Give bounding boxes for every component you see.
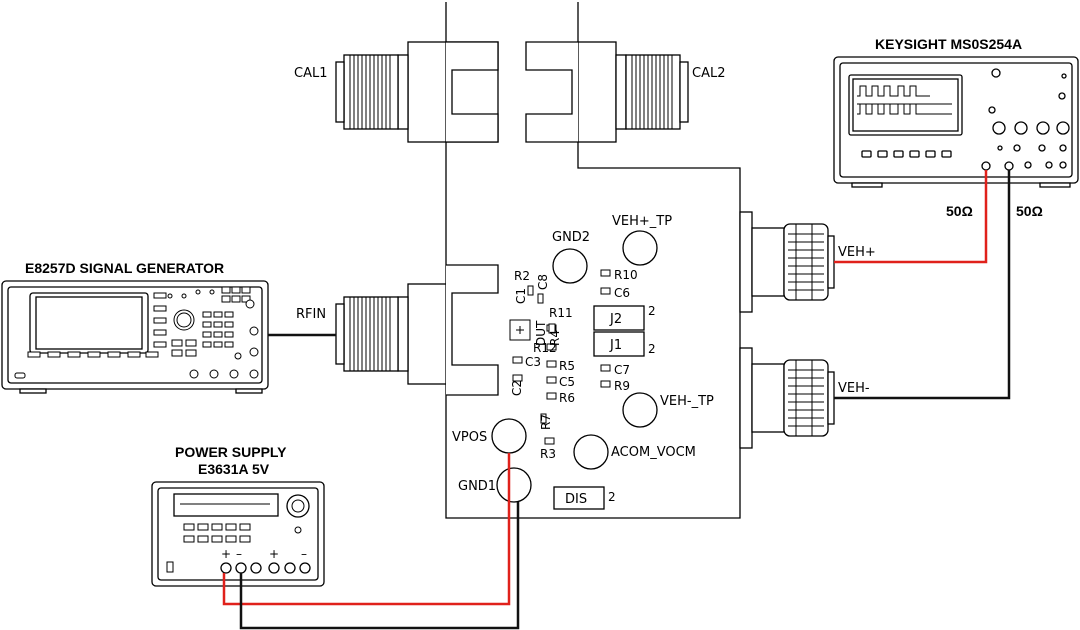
c1-pad [527, 285, 534, 296]
gnd1-testpoint [496, 467, 532, 503]
veh-minus-cable [834, 170, 1011, 400]
veh-plus-tp-testpoint [622, 230, 658, 266]
signal-generator [1, 280, 269, 394]
veh-plus-label: VEH+ [838, 245, 876, 260]
c8-label: C8 [536, 274, 550, 290]
psu-minus-terminal-icon [235, 562, 247, 574]
signal-generator-label: E8257D SIGNAL GENERATOR [25, 260, 224, 276]
dut-label: DUT [534, 320, 548, 346]
signal-generator-screen [35, 296, 143, 350]
c2-label: C2 [510, 380, 524, 396]
veh-minus-tp-testpoint [622, 392, 658, 428]
j1-label: J1 [609, 338, 622, 353]
gnd2-label: GND2 [552, 230, 590, 245]
j2-jumper [593, 305, 645, 331]
acom-vocm-label: ACOM_VOCM [611, 445, 696, 460]
j1-pin-label: 2 [648, 342, 656, 356]
oscilloscope [833, 56, 1079, 188]
j2-pin-label: 2 [648, 304, 656, 318]
veh-minus-connector [739, 347, 835, 449]
power-supply [151, 481, 325, 587]
rfin-connector [335, 264, 499, 396]
gnd2-testpoint [552, 248, 588, 284]
gnd1-label: GND1 [458, 479, 496, 494]
veh-minus-label: VEH- [838, 381, 870, 396]
r3-label: R3 [540, 447, 556, 461]
vpos-testpoint [491, 418, 527, 454]
cal1-connector [335, 41, 499, 143]
impedance-label-ch1: 50Ω [946, 203, 973, 219]
scope-knob-icon [991, 68, 1001, 78]
c2-pad [512, 374, 523, 382]
r9-label: R9 [614, 379, 630, 393]
r12-pad [546, 343, 557, 351]
r3-pad [544, 437, 555, 445]
oscilloscope-screen [852, 78, 959, 132]
scope-ch1-port-icon [981, 161, 991, 171]
scope-ch2-port-icon [1004, 161, 1014, 171]
r12-label: R12 [533, 341, 557, 355]
veh-plus-tp-label: VEH+_TP [612, 214, 672, 229]
psu-minus1-label: – [236, 547, 242, 561]
r6-label: R6 [559, 391, 575, 405]
dis-pin-label: 2 [608, 490, 616, 504]
c3-label: C3 [525, 355, 541, 369]
r9-pad [600, 380, 611, 388]
r7-pad [540, 413, 547, 424]
c6-pad [600, 287, 611, 295]
psu-plus-terminal-icon [220, 562, 232, 574]
power-supply-label-line1: POWER SUPPLY [175, 444, 287, 460]
veh-plus-cable [834, 170, 988, 264]
power-supply-label-line2: E3631A 5V [198, 461, 270, 477]
c6-label: C6 [614, 286, 630, 300]
c1-label: C1 [514, 288, 528, 304]
c8-pad [537, 293, 544, 304]
dut-marking [516, 326, 524, 334]
impedance-label-ch2: 50Ω [1016, 203, 1043, 219]
cal2-connector [525, 41, 689, 143]
r4-label: R4 [548, 330, 562, 346]
r5-pad [546, 360, 557, 368]
c7-pad [600, 364, 611, 372]
j1-jumper [593, 331, 645, 357]
r2-label: R2 [514, 269, 530, 283]
vpos-label: VPOS [452, 430, 487, 445]
c5-pad [546, 376, 557, 384]
j2-label: J2 [609, 312, 622, 327]
r10-label: R10 [614, 268, 638, 282]
dis-label: DIS [565, 492, 587, 507]
cal2-label: CAL2 [692, 66, 725, 81]
r6-pad [546, 392, 557, 400]
rfin-label: RFIN [296, 307, 326, 322]
oscilloscope-label: KEYSIGHT MS0S254A [875, 36, 1022, 52]
vpos-supply-wire [222, 453, 511, 606]
r4-pad [548, 323, 556, 334]
c5-label: C5 [559, 375, 575, 389]
veh-minus-tp-label: VEH-_TP [660, 394, 714, 409]
r5-label: R5 [559, 359, 575, 373]
psu-plus1-label: + [221, 547, 231, 561]
r7-label: R7 [539, 414, 553, 430]
psu-minus2-label: – [301, 547, 307, 561]
acom-vocm-testpoint [573, 434, 609, 470]
r11-label: R11 [549, 306, 573, 320]
r10-pad [600, 269, 611, 277]
veh-plus-connector [739, 211, 835, 313]
dis-jumper [553, 486, 605, 510]
psu-plus2-label: + [269, 547, 279, 561]
cal1-label: CAL1 [294, 66, 327, 81]
c7-label: C7 [614, 363, 630, 377]
c3-pad [512, 356, 523, 364]
gnd-supply-wire [239, 502, 520, 630]
